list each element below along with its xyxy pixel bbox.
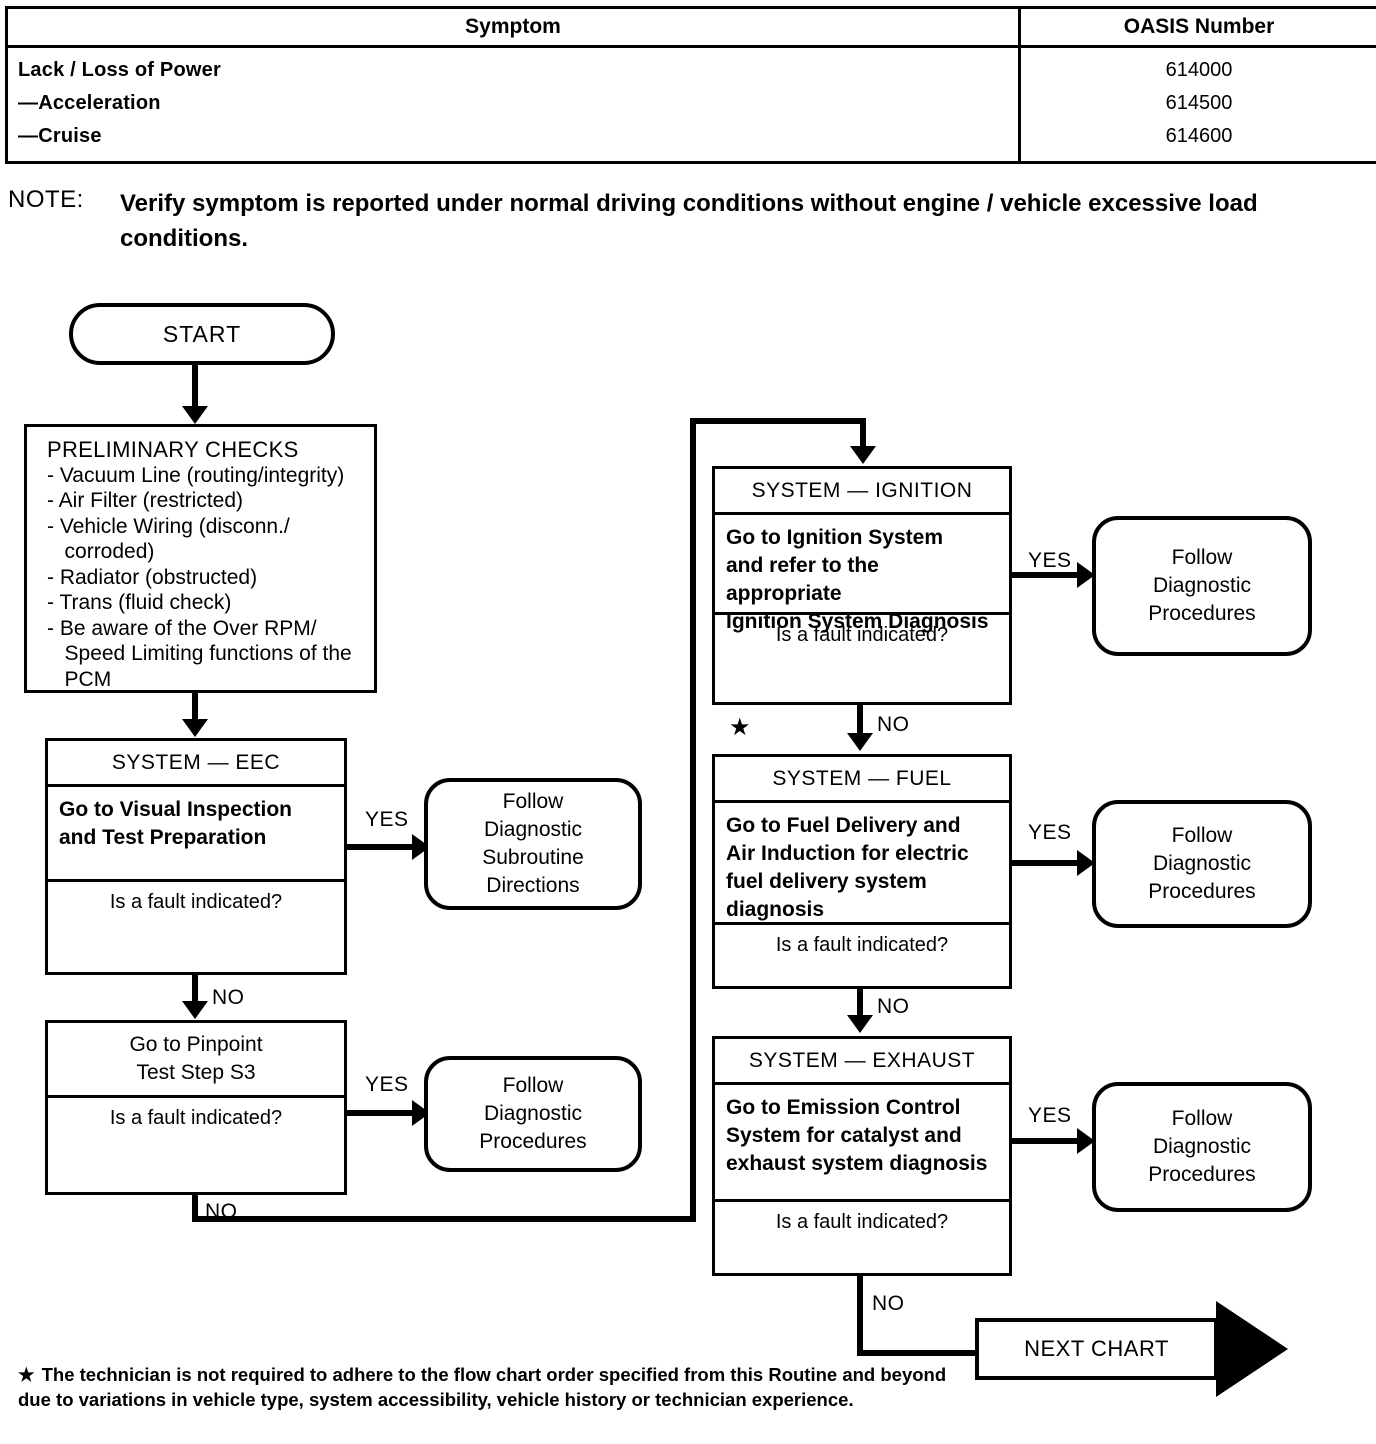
arrowhead-down: [182, 719, 208, 737]
symptom-oasis-table: Symptom OASIS Number Lack / Loss of Powe…: [5, 6, 1376, 164]
connector-eec-no: [192, 975, 198, 1005]
footnote: ★The technician is not required to adher…: [18, 1362, 978, 1412]
symptom-cell: Lack / Loss of Power —Acceleration —Crui…: [5, 46, 1021, 164]
edge-label-yes: YES: [365, 1073, 409, 1096]
preliminary-check-item: - Vacuum Line (routing/integrity): [47, 463, 345, 487]
system-exhaust-node[interactable]: SYSTEM — EXHAUST Go to Emission Control …: [712, 1036, 1012, 1276]
connector-pinpoint-no-down: [192, 1195, 198, 1222]
arrowhead-right: [1077, 562, 1095, 588]
table-header-row: Symptom OASIS Number: [5, 6, 1376, 48]
symptom-line: Lack / Loss of Power: [18, 59, 221, 81]
arrowhead-down: [847, 733, 873, 751]
symptom-line: —Cruise: [18, 125, 102, 147]
system-eec-node[interactable]: SYSTEM — EEC Go to Visual Inspection and…: [45, 738, 347, 975]
system-exhaust-title: SYSTEM — EXHAUST: [715, 1039, 1009, 1085]
system-eec-question: Is a fault indicated?: [109, 891, 283, 913]
footnote-text: The technician is not required to adhere…: [18, 1364, 947, 1410]
arrowhead-right: [1077, 1128, 1095, 1154]
connector-ignition-yes: [1012, 572, 1080, 578]
column-header-oasis: OASIS Number: [1018, 6, 1376, 48]
edge-label-yes: YES: [365, 808, 409, 831]
edge-label-yes: YES: [1028, 821, 1072, 844]
edge-label-no: NO: [872, 1292, 905, 1315]
fuel-yes-target-node[interactable]: Follow Diagnostic Procedures: [1092, 800, 1312, 928]
preliminary-checks-title: PRELIMINARY CHECKS: [47, 437, 299, 462]
exhaust-yes-target-node[interactable]: Follow Diagnostic Procedures: [1092, 1082, 1312, 1212]
connector-fuel-yes: [1012, 860, 1080, 866]
connector-loop-into-ignition: [860, 418, 866, 448]
eec-yes-target-node[interactable]: Follow Diagnostic Subroutine Directions: [424, 778, 642, 910]
note-label: NOTE:: [8, 186, 84, 213]
footnote-star-icon: ★: [18, 1364, 35, 1385]
preliminary-check-item: - Trans (fluid check): [47, 591, 232, 614]
oasis-number: 614600: [1165, 125, 1233, 147]
oasis-list: 614000 614500 614600: [1021, 48, 1376, 161]
system-ignition-title: SYSTEM — IGNITION: [715, 469, 1009, 515]
preliminary-check-item: - Air Filter (restricted): [47, 489, 244, 512]
oasis-cell: 614000 614500 614600: [1018, 46, 1376, 164]
preliminary-checks-node[interactable]: PRELIMINARY CHECKS - Vacuum Line (routin…: [24, 424, 377, 693]
system-fuel-body: Go to Fuel Delivery and Air Induction fo…: [715, 803, 1009, 925]
table-row: Lack / Loss of Power —Acceleration —Crui…: [5, 46, 1376, 164]
preliminary-check-item: - Vehicle Wiring (disconn./ corroded): [47, 514, 290, 564]
table-head: Symptom OASIS Number: [5, 6, 1376, 48]
connector-pinpoint-yes: [347, 1110, 415, 1116]
connector-eec-yes: [347, 844, 415, 850]
connector-prelim-to-eec: [192, 693, 198, 720]
pinpoint-test-node[interactable]: Go to Pinpoint Test Step S3 Is a fault i…: [45, 1020, 347, 1195]
preliminary-check-item: - Radiator (obstructed): [47, 565, 258, 589]
edge-label-no: NO: [212, 986, 245, 1009]
connector-ignition-no: [857, 705, 863, 737]
system-ignition-question: Is a fault indicated?: [775, 624, 949, 646]
symptom-line: —Acceleration: [18, 92, 161, 114]
oasis-number: 614000: [1165, 59, 1233, 81]
arrowhead-down: [847, 1015, 873, 1033]
oasis-number: 614500: [1165, 92, 1233, 114]
system-eec-body: Go to Visual Inspection and Test Prepara…: [48, 787, 344, 882]
next-chart-node[interactable]: NEXT CHART: [975, 1318, 1218, 1380]
start-node[interactable]: START: [69, 303, 335, 365]
system-ignition-node[interactable]: SYSTEM — IGNITION Go to Ignition System …: [712, 466, 1012, 705]
symptom-list: Lack / Loss of Power —Acceleration —Crui…: [8, 48, 1018, 161]
edge-label-no: NO: [877, 995, 910, 1018]
column-header-symptom: Symptom: [5, 6, 1021, 48]
edge-label-yes: YES: [1028, 549, 1072, 572]
table-body: Lack / Loss of Power —Acceleration —Crui…: [5, 46, 1376, 164]
system-exhaust-question: Is a fault indicated?: [775, 1211, 949, 1233]
pinpoint-test-question: Is a fault indicated?: [109, 1107, 283, 1129]
arrowhead-down: [182, 1001, 208, 1019]
connector-pinpoint-no-right: [192, 1216, 696, 1222]
preliminary-check-item: - Be aware of the Over RPM/ Speed Limiti…: [47, 616, 352, 691]
arrowhead-right: [1077, 850, 1095, 876]
system-exhaust-body: Go to Emission Control System for cataly…: [715, 1085, 1009, 1202]
system-fuel-question: Is a fault indicated?: [775, 934, 949, 956]
next-chart-arrow-icon: [1216, 1301, 1288, 1397]
note-text: Verify symptom is reported under normal …: [120, 190, 1258, 252]
system-fuel-title: SYSTEM — FUEL: [715, 757, 1009, 803]
connector-start-to-prelim: [192, 365, 198, 409]
connector-exhaust-no-down: [857, 1276, 863, 1356]
arrowhead-down: [182, 406, 208, 424]
connector-fuel-no: [857, 989, 863, 1019]
connector-loop-up: [690, 418, 696, 1218]
edge-label-no: NO: [877, 713, 910, 736]
connector-exhaust-yes: [1012, 1138, 1080, 1144]
arrowhead-down: [850, 446, 876, 464]
preliminary-checks-content: PRELIMINARY CHECKS - Vacuum Line (routin…: [27, 427, 374, 692]
edge-label-no: NO: [205, 1200, 238, 1223]
system-ignition-body: Go to Ignition System and refer to the a…: [715, 515, 1009, 633]
ignition-yes-target-node[interactable]: Follow Diagnostic Procedures: [1092, 516, 1312, 656]
pinpoint-yes-target-node[interactable]: Follow Diagnostic Procedures: [424, 1056, 642, 1172]
pinpoint-test-body: Go to Pinpoint Test Step S3: [48, 1023, 344, 1098]
edge-label-yes: YES: [1028, 1104, 1072, 1127]
system-fuel-node[interactable]: SYSTEM — FUEL Go to Fuel Delivery and Ai…: [712, 754, 1012, 989]
system-eec-title: SYSTEM — EEC: [48, 741, 344, 787]
connector-exhaust-no-right: [857, 1350, 981, 1356]
star-marker-icon: ★: [729, 714, 751, 741]
connector-loop-top: [690, 418, 866, 424]
